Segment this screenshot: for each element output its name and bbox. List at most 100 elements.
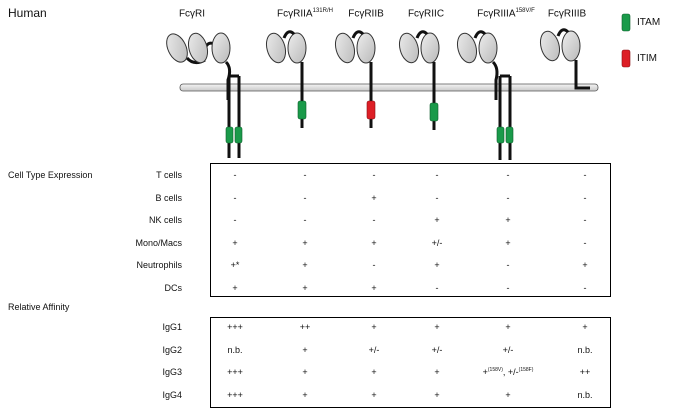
table-cell: - [583,237,587,248]
fcgriic-receptor [398,30,440,130]
table-cell: + [371,237,377,248]
itam-legend-swatch [621,13,631,32]
itam-motif [234,126,243,144]
expression-section-label: Cell Type Expression [8,170,93,180]
table-cell: + [232,237,238,248]
table-cell: - [233,215,237,225]
affinity-fragment: +/- [507,367,519,377]
table-cell: - [372,260,376,270]
table-cell: + [371,389,377,400]
table-cell: + [505,389,511,400]
affinity-fragment: (158F) [518,367,534,373]
table-cell: - [372,170,376,180]
table-cell: - [303,192,307,203]
fcgriiib-receptor [539,28,590,90]
table-cell: + [371,322,377,332]
itam-motif [505,126,514,144]
receptor-name-fcgriiia: FcγRIIIA158V/F [477,8,535,20]
table-cell: + [232,282,238,293]
table-cell: +/- [431,344,443,355]
table-cell: - [506,260,510,270]
table-cell: - [303,170,307,180]
affinity-table-box [210,317,611,408]
receptor-name-fcgri: FcγRI [178,8,206,20]
row-label: Mono/Macs [135,237,182,248]
receptor-name-fcgriib: FcγRIIB [348,8,384,20]
row-label: Neutrophils [136,260,182,270]
table-cell: +++ [227,322,243,332]
table-cell: - [583,192,587,203]
table-cell: + [505,237,511,248]
itam-legend-label: ITAM [637,17,661,28]
affinity-fragment: + [482,367,488,377]
table-cell: - [233,170,237,180]
itam-motif [429,102,439,122]
table-cell: - [506,170,510,180]
table-cell: - [583,282,587,293]
receptor-diagram [166,13,631,160]
fcgriib-receptor [334,30,376,128]
table-cell: + [302,260,308,270]
table-cell: +/- [502,344,514,355]
table-cell: + [302,367,308,377]
itam-motif [496,126,505,144]
receptor-name-fcgriia: FcγRIIA131R/H [277,8,333,20]
table-cell: + [582,260,588,270]
receptor-name-fcgriiib: FcγRIIIB [547,8,587,20]
table-cell: - [303,215,307,225]
table-cell: - [372,215,376,225]
row-label: IgG4 [162,389,182,400]
row-label: B cells [155,192,182,203]
table-cell: +/- [431,237,443,248]
table-cell: + [505,322,511,332]
affinity-fragment: , [502,367,508,377]
table-cell: - [233,192,237,203]
table-cell: +++ [227,389,243,400]
itim-motif [366,100,376,120]
table-cell: + [371,192,377,203]
table-cell: + [582,322,588,332]
row-label: IgG1 [162,322,182,332]
table-cell: + [434,215,440,225]
table-cell: +/- [368,344,380,355]
fcgri-receptor [166,32,243,158]
cell-membrane [179,83,599,92]
table-cell: + [434,322,440,332]
affinity-section-label: Relative Affinity [8,302,70,312]
table-cell: + [302,344,308,355]
itam-motif [225,126,234,144]
row-label: DCs [164,282,183,293]
row-label: IgG3 [162,367,182,377]
table-cell: + [434,367,440,377]
table-cell: + [434,389,440,400]
table-cell: n.b. [577,389,593,400]
table-cell: n.b. [227,344,243,355]
species-label: Human [8,6,47,20]
table-cell: - [435,282,439,293]
table-cell: ++ [579,367,591,377]
table-cell: - [435,192,439,203]
fcgriiia-receptor [456,30,514,160]
table-cell: +++ [227,367,243,377]
table-cell: - [583,215,587,225]
table-cell: - [506,192,510,203]
affinity-fragment: (158V) [487,367,503,373]
table-cell: - [435,170,439,180]
table-cell: + [371,282,377,293]
itim-legend-swatch [621,49,631,68]
row-label: T cells [156,170,182,180]
expression-table-box [210,163,611,297]
table-cell: +* [230,260,240,270]
itim-legend-label: ITIM [637,53,657,64]
table-cell: + [371,367,377,377]
table-cell: n.b. [577,344,593,355]
table-cell: - [583,170,587,180]
row-label: NK cells [148,215,182,225]
row-label: IgG2 [162,344,182,355]
table-cell: + [302,389,308,400]
table-cell: + [505,215,511,225]
table-cell: ++ [299,322,311,332]
table-cell: + [302,282,308,293]
fcgriia-receptor [265,30,307,128]
table-cell: + [434,260,440,270]
